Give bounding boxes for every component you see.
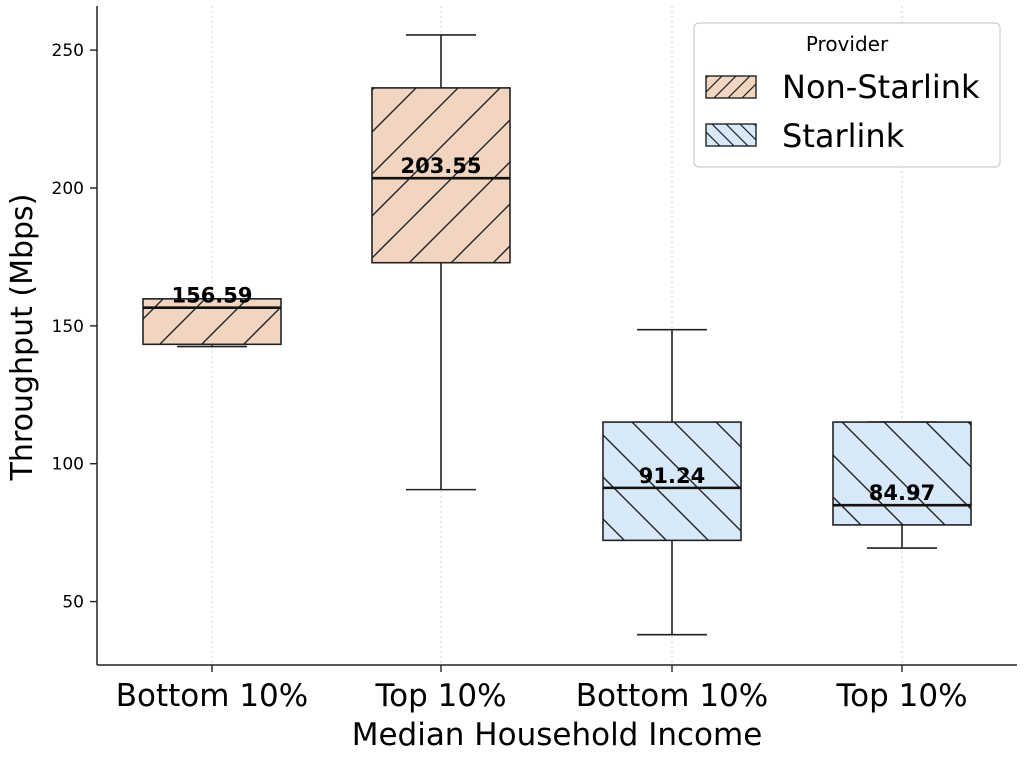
y-axis-title: Throughput (Mbps): [5, 194, 40, 482]
axes: [96, 6, 1017, 666]
legend: Provider Non-Starlink Starlink: [693, 22, 1001, 168]
median-label: 203.55: [400, 154, 481, 178]
median-label: 91.24: [639, 464, 705, 488]
legend-label-starlink: Starlink: [782, 117, 905, 155]
box-iqr: [602, 421, 742, 542]
median-label: 84.97: [869, 481, 935, 505]
y-tick-label: 50: [62, 593, 84, 613]
box-starlink: 84.97: [832, 421, 972, 549]
box-series: 156.59 203.55 91.24 84.97: [142, 34, 972, 636]
y-tick-label: 250: [52, 41, 84, 61]
x-tick-label: Bottom 10%: [576, 678, 768, 714]
box-iqr: [832, 421, 972, 526]
x-tick-label: Top 10%: [835, 678, 967, 714]
legend-frame: [693, 22, 1001, 168]
box-starlink: 91.24: [602, 328, 742, 636]
box-non-starlink: 156.59: [142, 284, 282, 348]
median-label: 156.59: [171, 284, 252, 308]
x-ticks: Bottom 10% Top 10% Bottom 10% Top 10%: [116, 665, 968, 714]
y-tick-label: 100: [52, 455, 84, 475]
box-non-starlink: 203.55: [371, 34, 511, 491]
x-tick-label: Bottom 10%: [116, 678, 308, 714]
box-iqr: [371, 87, 511, 264]
legend-label-non-starlink: Non-Starlink: [782, 68, 980, 106]
legend-swatch-starlink: [705, 123, 757, 147]
x-tick-label: Top 10%: [374, 678, 506, 714]
legend-title: Provider: [806, 32, 889, 56]
y-tick-label: 150: [52, 317, 84, 337]
y-tick-label: 200: [52, 179, 84, 199]
x-axis-title: Median Household Income: [352, 717, 763, 753]
legend-swatch-non-starlink: [705, 75, 757, 99]
y-ticks: 50 100 150 200 250: [52, 41, 97, 613]
